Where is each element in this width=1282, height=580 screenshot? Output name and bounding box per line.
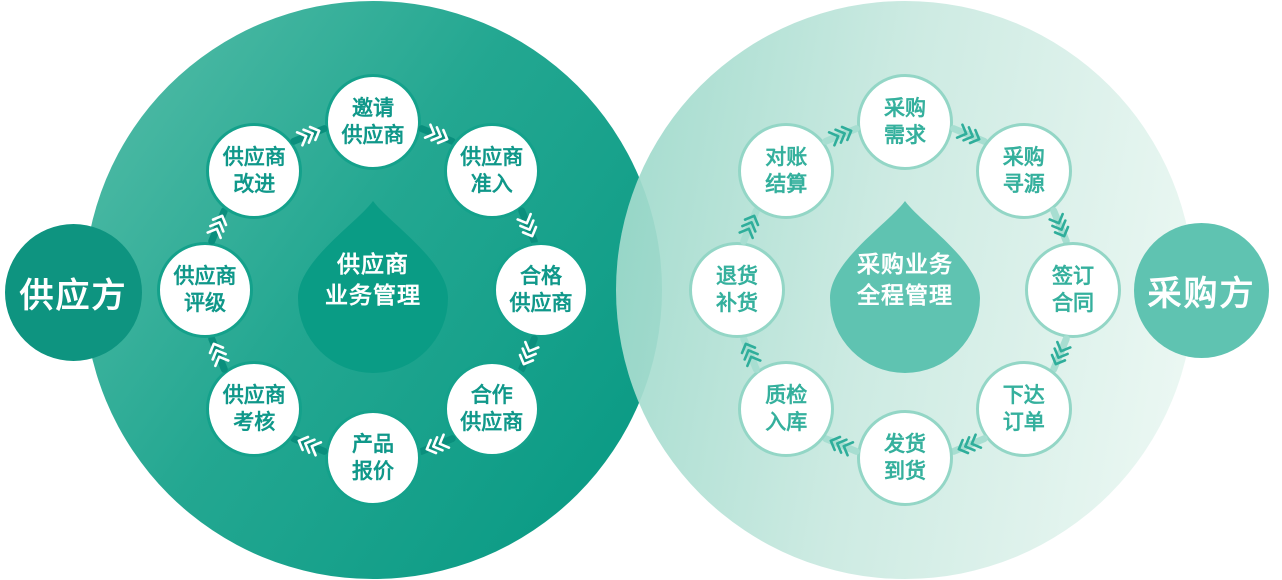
flow-arrow [286, 116, 332, 153]
flow-arrow [509, 203, 546, 249]
process-node: 邀请供应商 [325, 74, 421, 170]
purchaser-center-title-line2: 全程管理 [857, 282, 953, 308]
process-node-label-line: 对账 [765, 146, 808, 170]
process-node: 采购寻源 [975, 123, 1072, 220]
supplier-center-title-line2: 业务管理 [325, 282, 421, 308]
process-node: 供应商改进 [206, 123, 303, 220]
process-node-label-line: 供应商 [222, 383, 286, 407]
flow-arrow [731, 203, 768, 249]
process-node-label-line: 改进 [233, 173, 276, 197]
process-node-label-line: 供应商 [341, 124, 405, 147]
process-node-label-line: 到货 [884, 460, 926, 483]
chevron-arrow-icon [950, 433, 989, 456]
flow-arrow [199, 331, 236, 377]
process-node: 下达订单 [975, 360, 1072, 457]
purchaser-center-droplet: 采购业务 全程管理 [825, 197, 985, 377]
process-node: 质检入库 [738, 360, 835, 457]
chevron-arrow-icon [821, 124, 860, 147]
process-node: 供应商评级 [157, 242, 253, 338]
process-node: 供应商考核 [206, 360, 303, 457]
process-node-label-line: 邀请 [352, 97, 394, 120]
process-node: 供应商准入 [443, 123, 540, 220]
droplet-shape-icon [298, 201, 448, 373]
process-node: 签订合同 [1025, 242, 1121, 338]
process-node-label-line: 需求 [884, 124, 926, 147]
process-node-label-line: 合同 [1052, 292, 1094, 315]
chevron-arrow-icon [950, 123, 989, 145]
process-node-label-line: 考核 [233, 410, 276, 434]
process-node-label-line: 产品 [352, 433, 394, 456]
chevron-arrow-icon [738, 206, 760, 245]
flow-arrow [286, 426, 332, 463]
purchaser-side-badge: 采购方 [1134, 223, 1269, 358]
process-node-label-line: 签订 [1052, 265, 1094, 288]
process-node-label-line: 合作 [470, 383, 513, 407]
purchaser-center-title-line1: 采购业务 [857, 251, 953, 277]
process-node-label-line: 质检 [765, 383, 808, 407]
flow-arrow [1041, 331, 1078, 377]
flow-arrow [818, 116, 864, 153]
chevron-arrow-icon [518, 335, 540, 374]
supplier-center-title-line1: 供应商 [337, 251, 409, 277]
supplier-process-ring: 供应商 业务管理 邀请供应商供应商准入合格供应商合作供应商产品报价供应商考核供应… [84, 1, 662, 579]
flow-arrow [414, 426, 460, 463]
supplier-center-title: 供应商 业务管理 [293, 249, 453, 311]
chevron-arrow-icon [289, 435, 328, 457]
process-node-label-line: 采购 [884, 97, 926, 120]
flow-arrow [818, 426, 864, 463]
process-node-label-line: 供应商 [222, 146, 286, 170]
chevron-arrow-icon [207, 335, 230, 374]
process-node-label-line: 下达 [1002, 383, 1045, 407]
flow-arrow [199, 203, 236, 249]
chevron-arrow-icon [418, 433, 457, 456]
process-node-label-line: 评级 [184, 292, 226, 315]
chevron-arrow-icon [1048, 206, 1071, 245]
flow-arrow [1041, 203, 1078, 249]
flow-arrow [946, 426, 992, 463]
process-node: 发货到货 [857, 410, 953, 506]
purchaser-process-ring: 采购业务 全程管理 采购需求采购寻源签订合同下达订单发货到货质检入库退货补货对账… [616, 1, 1194, 579]
process-node-label-line: 合格 [520, 265, 562, 288]
purchaser-center-title: 采购业务 全程管理 [825, 249, 985, 311]
process-node: 合作供应商 [443, 360, 540, 457]
process-node-label-line: 发货 [884, 433, 926, 456]
process-node: 合格供应商 [493, 242, 589, 338]
flow-arrow [731, 331, 768, 377]
flow-arrow [946, 116, 992, 153]
process-node: 产品报价 [325, 410, 421, 506]
chevron-arrow-icon [516, 206, 539, 245]
chevron-arrow-icon [739, 335, 762, 374]
process-node-label-line: 供应商 [173, 265, 237, 288]
purchaser-side-label: 采购方 [1147, 275, 1256, 313]
process-node-label-line: 采购 [1002, 146, 1045, 170]
process-node-label-line: 供应商 [460, 146, 524, 170]
process-node-label-line: 退货 [716, 265, 758, 288]
process-node: 采购需求 [857, 74, 953, 170]
process-node: 退货补货 [689, 242, 785, 338]
process-node-label-line: 补货 [716, 292, 758, 315]
process-node-label-line: 报价 [352, 460, 394, 483]
process-node-label-line: 结算 [765, 173, 808, 197]
chevron-arrow-icon [418, 123, 457, 145]
flow-arrow [509, 331, 546, 377]
droplet-shape-icon [830, 201, 980, 373]
chevron-arrow-icon [206, 206, 228, 245]
supplier-center-droplet: 供应商 业务管理 [293, 197, 453, 377]
process-node-label-line: 准入 [470, 173, 513, 197]
chevron-arrow-icon [1050, 335, 1072, 374]
chevron-arrow-icon [821, 435, 860, 457]
flow-arrow [414, 116, 460, 153]
chevron-arrow-icon [289, 124, 328, 147]
process-node: 对账结算 [738, 123, 835, 220]
process-node-label-line: 寻源 [1002, 173, 1045, 197]
supplier-side-badge: 供应方 [5, 224, 142, 361]
process-node-label-line: 入库 [765, 410, 808, 434]
process-node-label-line: 供应商 [509, 292, 573, 315]
process-node-label-line: 供应商 [460, 410, 524, 434]
supplier-side-label: 供应方 [19, 277, 128, 315]
process-node-label-line: 订单 [1002, 410, 1045, 434]
